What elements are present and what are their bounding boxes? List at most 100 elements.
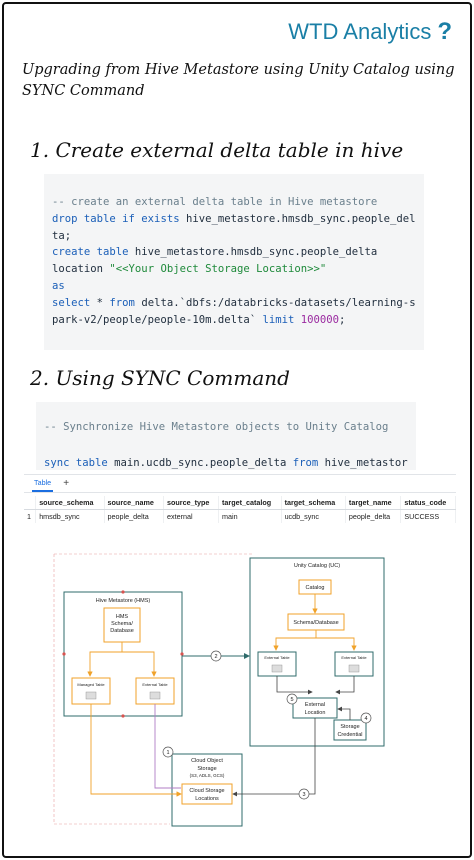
code-keyword: location: [52, 263, 104, 276]
column-header[interactable]: source_schema: [35, 496, 105, 510]
code-keyword: drop table: [52, 212, 116, 225]
anchor-dot: [180, 652, 184, 656]
cloud-storage-locations-label: Locations: [195, 796, 219, 802]
code-punct: ;: [339, 313, 346, 326]
table-cell: SUCCESS: [400, 509, 456, 523]
managed-table-box: [71, 677, 111, 705]
managed-table-label: Managed Table: [77, 682, 105, 687]
table-icon: [271, 664, 283, 673]
code-identifier: delta.`dbfs:/databricks-datasets/learnin…: [134, 296, 416, 309]
tab-table[interactable]: Table: [32, 475, 54, 492]
connector: [232, 718, 316, 797]
connector: [335, 676, 355, 695]
cloud-storage-label: Cloud Object: [191, 758, 223, 764]
code-keyword: as: [52, 279, 65, 292]
results-panel: Table + source_schema source_name source…: [24, 474, 456, 524]
connector: [154, 704, 181, 789]
results-tabs: Table +: [24, 475, 456, 493]
brand-name: WTD Analytics: [288, 19, 432, 44]
code-keyword: table: [75, 457, 108, 469]
table-icon: [149, 691, 161, 700]
code-comment: -- create an external delta table in Hiv…: [52, 196, 378, 208]
code-number: 100000: [300, 313, 340, 326]
connector: [316, 637, 357, 651]
badge-4: 4: [360, 712, 372, 724]
column-header[interactable]: status_code: [400, 496, 456, 510]
connector: [122, 651, 157, 677]
column-header[interactable]: source_type: [163, 496, 219, 510]
badge-number: 3: [302, 792, 305, 798]
column-header[interactable]: target_name: [345, 496, 402, 510]
table-row: 1 hmsdb_sync people_delta external main …: [24, 509, 456, 523]
badge-number: 4: [364, 716, 367, 722]
anchor-dot: [62, 652, 66, 656]
connector: [90, 704, 182, 797]
code-identifier: park-v2/people/people-10m.delta`: [52, 313, 263, 326]
code-block-sync: -- Synchronize Hive Metastore objects to…: [36, 402, 416, 470]
step-2-heading: 2. Using SYNC Command: [30, 366, 290, 390]
hms-schema-label: Database: [110, 628, 134, 634]
code-identifier: ta;: [52, 229, 72, 242]
code-identifier: hive_metastore.hmsdb_sync.people_del: [179, 212, 416, 225]
code-keyword: from: [109, 296, 135, 309]
dashed-guides: [53, 553, 254, 825]
code-identifier: main.ucdb_sync.people_delta: [107, 457, 293, 469]
table-cell: hmsdb_sync: [35, 509, 105, 523]
uc-external-table-label: External Table: [264, 655, 290, 660]
hms-external-table-label: External Table: [142, 682, 168, 687]
column-header[interactable]: source_name: [104, 496, 165, 510]
external-location-label: Location: [305, 710, 326, 716]
table-cell: people_delta: [104, 509, 165, 523]
brand-logo: WTD Analytics ?: [288, 18, 452, 46]
code-keyword: from: [292, 457, 319, 469]
step-1-heading: 1. Create external delta table in hive: [30, 138, 404, 162]
code-comment: -- Synchronize Hive Metastore objects to…: [44, 421, 389, 433]
code-keyword: create table: [52, 246, 129, 259]
uc-schema-label: Schema/Database: [293, 620, 338, 626]
anchor-dot: [121, 590, 125, 594]
brand-mark-icon: ?: [437, 18, 452, 45]
table-cell: ucdb_sync: [281, 509, 346, 523]
code-identifier: hive_metastore.hmsdb_sync.people_delta: [128, 246, 378, 259]
table-cell: external: [163, 509, 219, 523]
connector: [276, 676, 313, 695]
external-location-label: External: [305, 702, 325, 708]
badge-1: 1: [162, 746, 174, 758]
code-block-create-table: -- create an external delta table in Hiv…: [44, 174, 424, 350]
column-header[interactable]: target_schema: [281, 496, 346, 510]
table-cell: 1: [24, 509, 37, 523]
badge-5: 5: [286, 693, 298, 705]
column-header[interactable]: target_catalog: [218, 496, 282, 510]
add-tab-button[interactable]: +: [63, 478, 70, 489]
code-text: *: [90, 296, 110, 309]
architecture-diagram: Hive Metastore (HMS) HMS Schema/ Databas…: [53, 553, 385, 827]
table-cell: people_delta: [345, 509, 402, 523]
column-header[interactable]: [24, 496, 37, 510]
table-icon: [85, 691, 97, 700]
anchor-dot: [121, 714, 125, 718]
badge-number: 1: [166, 750, 169, 756]
badge-number: 5: [290, 697, 293, 703]
code-keyword: if exists: [122, 212, 180, 225]
code-identifier: hive_metastor: [318, 457, 408, 469]
page-title: Upgrading from Hive Metastore using Unit…: [22, 62, 455, 99]
badge-2: 2: [210, 650, 222, 662]
code-keyword: sync: [44, 457, 70, 469]
storage-credential-label: Storage: [340, 724, 359, 730]
hms-schema-box: [103, 607, 141, 643]
code-keyword: select: [52, 296, 91, 309]
table-icon: [348, 664, 360, 673]
hms-schema-label: Schema/: [111, 621, 133, 627]
table-cell: main: [218, 509, 282, 523]
connector: [87, 642, 123, 677]
cloud-storage-locations-label: Cloud Storage: [189, 788, 224, 794]
uc-title: Unity Catalog (UC): [294, 563, 340, 569]
catalog-label: Catalog: [306, 585, 325, 591]
cloud-providers-label: (S3, ADLS, GCS): [190, 773, 225, 778]
cloud-storage-locations-box: [181, 783, 233, 805]
storage-credential-label: Credential: [337, 732, 362, 738]
results-table: source_schema source_name source_type ta…: [24, 496, 456, 523]
badge-number: 2: [214, 654, 217, 660]
uc-external-table-label: External Table: [341, 655, 367, 660]
